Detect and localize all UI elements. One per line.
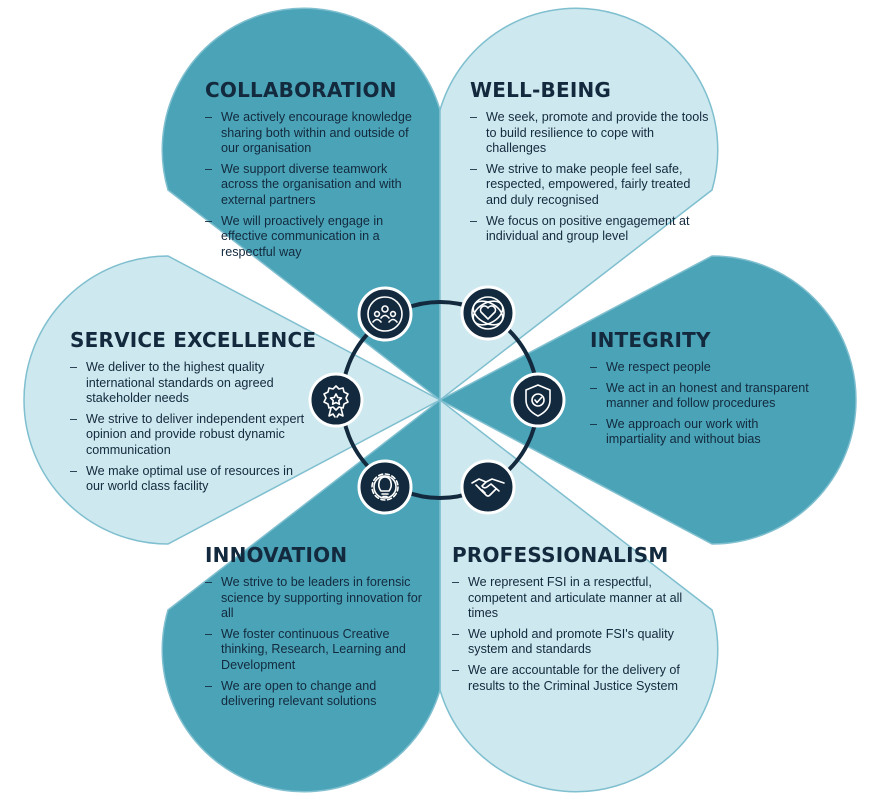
list-item: We uphold and promote FSI's quality syst… [452,627,688,658]
award-badge-icon [308,372,364,428]
list-item: We foster continuous Creative thinking, … [205,627,427,674]
well-being-title: WELL-BEING [470,78,612,102]
integrity-list: We respect people We act in an honest an… [590,360,822,448]
people-team-icon [357,286,413,342]
list-item: We are accountable for the delivery of r… [452,663,688,694]
list-item: We deliver to the highest quality intern… [70,360,310,407]
list-item: We strive to be leaders in forensic scie… [205,575,427,622]
list-item: We support diverse teamwork across the o… [205,162,423,209]
list-item: We act in an honest and transparent mann… [590,381,822,412]
list-item: We actively encourage knowledge sharing … [205,110,423,157]
integrity-section: INTEGRITY We respect people We act in an… [590,328,822,453]
professionalism-title: PROFESSIONALISM [452,543,669,567]
list-item: We will proactively engage in effective … [205,214,423,261]
heart-circle-icon [460,285,516,341]
handshake-icon [460,459,516,515]
list-item: We strive to make people feel safe, resp… [470,162,710,209]
list-item: We are open to change and delivering rel… [205,679,427,710]
list-item: We strive to deliver independent expert … [70,412,310,459]
service-excellence-section: SERVICE EXCELLENCE We deliver to the hig… [70,328,317,500]
collaboration-title: COLLABORATION [205,78,397,102]
innovation-section: INNOVATION We strive to be leaders in fo… [205,543,427,715]
well-being-section: WELL-BEING We seek, promote and provide … [470,78,710,250]
professionalism-list: We represent FSI in a respectful, compet… [452,575,688,694]
professionalism-section: PROFESSIONALISM We represent FSI in a re… [452,543,688,699]
collaboration-section: COLLABORATION We actively encourage know… [205,78,423,265]
icon-badges [308,285,566,515]
list-item: We make optimal use of resources in our … [70,464,310,495]
list-item: We respect people [590,360,822,376]
list-item: We focus on positive engagement at indiv… [470,214,710,245]
innovation-title: INNOVATION [205,543,348,567]
list-item: We approach our work with impartiality a… [590,417,822,448]
list-item: We represent FSI in a respectful, compet… [452,575,688,622]
service-excellence-list: We deliver to the highest quality intern… [70,360,310,495]
shield-check-icon [510,372,566,428]
innovation-list: We strive to be leaders in forensic scie… [205,575,427,710]
well-being-list: We seek, promote and provide the tools t… [470,110,710,245]
lightbulb-gear-icon [357,459,413,515]
list-item: We seek, promote and provide the tools t… [470,110,710,157]
service-excellence-title: SERVICE EXCELLENCE [70,328,317,352]
integrity-title: INTEGRITY [590,328,711,352]
collaboration-list: We actively encourage knowledge sharing … [205,110,423,260]
